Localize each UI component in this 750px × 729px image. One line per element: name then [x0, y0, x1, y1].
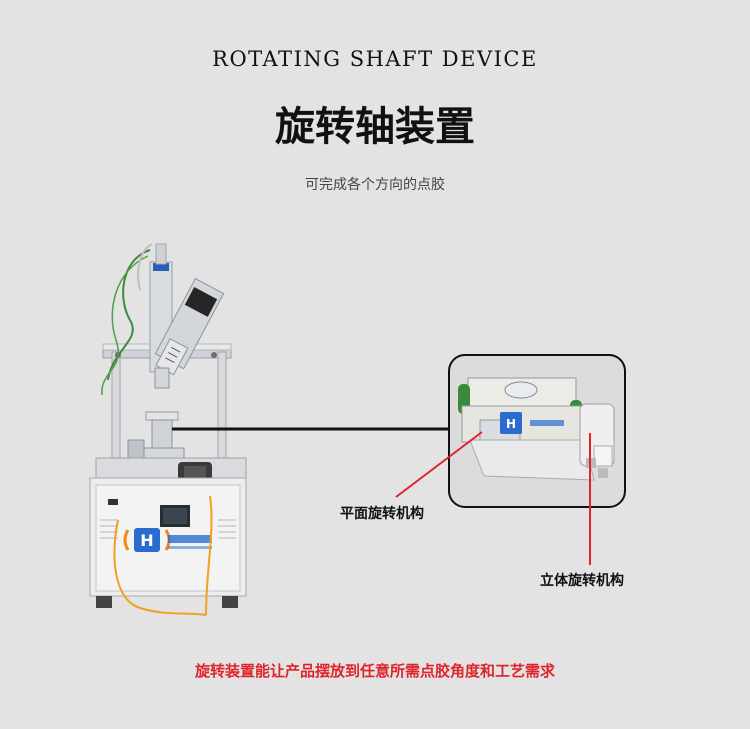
- footer-caption: 旋转装置能让产品摆放到任意所需点胶角度和工艺需求: [194, 662, 555, 680]
- spatial-rotation-label: 立体旋转机构: [540, 573, 624, 589]
- detail-callout-box: H: [448, 354, 626, 508]
- svg-text:H: H: [140, 531, 153, 550]
- subtitle: 可完成各个方向的点胶: [305, 177, 445, 193]
- title-chinese: 旋转轴装置: [275, 103, 475, 150]
- planar-pointer: [395, 431, 483, 498]
- svg-text:H: H: [506, 417, 516, 431]
- planar-rotation-label: 平面旋转机构: [340, 506, 424, 522]
- dispensing-machine: H: [89, 243, 247, 616]
- brand-logo: H: [123, 528, 212, 552]
- title-english: ROTATING SHAFT DEVICE: [212, 47, 538, 71]
